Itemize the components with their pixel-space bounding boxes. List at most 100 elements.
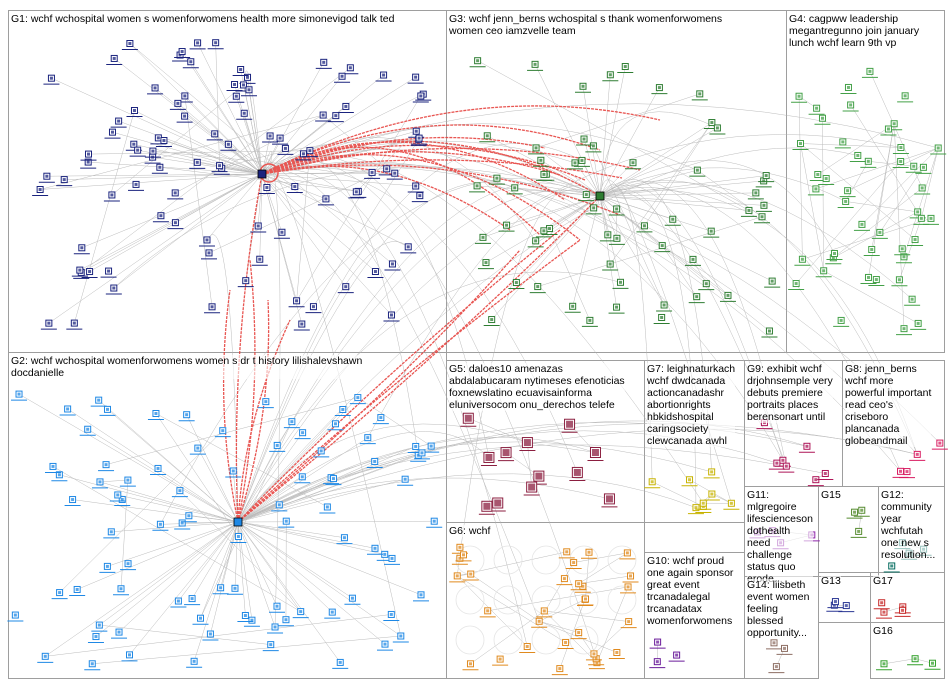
graph-node[interactable]	[324, 608, 341, 619]
graph-node[interactable]	[288, 297, 305, 308]
graph-node[interactable]	[397, 475, 414, 486]
graph-node[interactable]	[327, 420, 344, 431]
graph-node[interactable]	[51, 589, 68, 600]
graph-node[interactable]	[838, 602, 855, 613]
graph-node[interactable]	[834, 138, 851, 149]
graph-node[interactable]	[907, 655, 924, 666]
graph-node[interactable]	[837, 197, 854, 208]
graph-node[interactable]	[644, 478, 661, 489]
graph-node[interactable]	[344, 594, 361, 605]
graph-node[interactable]	[778, 462, 795, 473]
graph-node[interactable]	[283, 418, 300, 429]
graph-node[interactable]	[392, 632, 409, 643]
graph-node[interactable]	[56, 176, 73, 187]
graph-node[interactable]	[128, 180, 145, 191]
graph-node[interactable]	[64, 496, 81, 507]
graph-node[interactable]	[740, 206, 757, 217]
graph-node[interactable]	[930, 144, 947, 155]
graph-node[interactable]	[489, 497, 506, 512]
graph-node[interactable]	[469, 57, 486, 68]
graph-node[interactable]	[608, 648, 625, 659]
graph-node[interactable]	[167, 189, 184, 200]
graph-node[interactable]	[305, 303, 322, 314]
graph-node[interactable]	[904, 295, 921, 306]
graph-node[interactable]	[474, 233, 491, 244]
graph-node[interactable]	[687, 504, 704, 515]
graph-node[interactable]	[349, 394, 366, 405]
graph-node[interactable]	[301, 147, 318, 158]
graph-node[interactable]	[286, 183, 303, 194]
graph-node[interactable]	[564, 302, 581, 313]
graph-node[interactable]	[897, 92, 914, 103]
graph-node[interactable]	[152, 520, 169, 531]
graph-node[interactable]	[106, 54, 123, 65]
graph-node[interactable]	[99, 405, 116, 416]
graph-node[interactable]	[519, 437, 536, 452]
graph-node[interactable]	[251, 255, 268, 266]
graph-node[interactable]	[849, 151, 866, 162]
graph-node[interactable]	[684, 255, 701, 266]
graph-node[interactable]	[258, 184, 275, 195]
graph-node[interactable]	[71, 266, 88, 277]
graph-node[interactable]	[551, 665, 568, 676]
graph-node[interactable]	[232, 66, 249, 77]
graph-node[interactable]	[111, 628, 128, 639]
graph-node[interactable]	[531, 617, 548, 628]
graph-node[interactable]	[892, 157, 909, 168]
graph-node[interactable]	[313, 447, 330, 458]
graph-node[interactable]	[367, 268, 384, 279]
graph-node[interactable]	[226, 80, 243, 91]
graph-node[interactable]	[915, 163, 932, 174]
graph-node[interactable]	[839, 187, 856, 198]
graph-node[interactable]	[278, 517, 295, 528]
graph-node[interactable]	[455, 551, 472, 562]
graph-node[interactable]	[508, 279, 525, 290]
graph-node[interactable]	[460, 412, 477, 427]
graph-node[interactable]	[225, 467, 242, 478]
graph-node[interactable]	[894, 245, 911, 256]
graph-node[interactable]	[104, 128, 121, 139]
graph-node[interactable]	[337, 102, 354, 113]
graph-node[interactable]	[7, 611, 24, 622]
graph-node[interactable]	[656, 301, 673, 312]
graph-node[interactable]	[423, 442, 440, 453]
graph-node[interactable]	[909, 450, 926, 461]
graph-node[interactable]	[80, 150, 97, 161]
graph-node[interactable]	[114, 495, 131, 506]
graph-node[interactable]	[794, 255, 811, 266]
graph-node[interactable]	[602, 71, 619, 82]
graph-node[interactable]	[506, 184, 523, 195]
graph-node[interactable]	[268, 602, 285, 613]
graph-node[interactable]	[366, 457, 383, 468]
graph-node[interactable]	[871, 228, 888, 239]
graph-node[interactable]	[873, 599, 890, 610]
graph-node[interactable]	[907, 236, 924, 247]
graph-node[interactable]	[178, 411, 195, 422]
graph-node[interactable]	[585, 204, 602, 215]
graph-node[interactable]	[383, 311, 400, 322]
graph-node[interactable]	[241, 86, 258, 97]
graph-node[interactable]	[695, 499, 712, 510]
graph-node[interactable]	[105, 284, 122, 295]
graph-node[interactable]	[754, 213, 771, 224]
graph-node[interactable]	[91, 621, 108, 632]
graph-node[interactable]	[294, 473, 311, 484]
graph-node[interactable]	[768, 459, 785, 470]
graph-node[interactable]	[384, 554, 401, 565]
graph-node[interactable]	[581, 316, 598, 327]
graph-node[interactable]	[842, 101, 859, 112]
graph-node[interactable]	[376, 640, 393, 651]
graph-node[interactable]	[327, 112, 344, 123]
graph-node[interactable]	[573, 156, 590, 167]
graph-node[interactable]	[109, 491, 126, 502]
graph-node[interactable]	[570, 580, 587, 591]
graph-node[interactable]	[602, 260, 619, 271]
graph-node[interactable]	[570, 629, 587, 640]
graph-node[interactable]	[73, 244, 90, 255]
graph-node[interactable]	[875, 660, 892, 671]
graph-node[interactable]	[585, 650, 602, 661]
graph-node[interactable]	[243, 616, 260, 627]
graph-node[interactable]	[532, 156, 549, 167]
graph-node[interactable]	[817, 469, 834, 480]
graph-node[interactable]	[664, 215, 681, 226]
